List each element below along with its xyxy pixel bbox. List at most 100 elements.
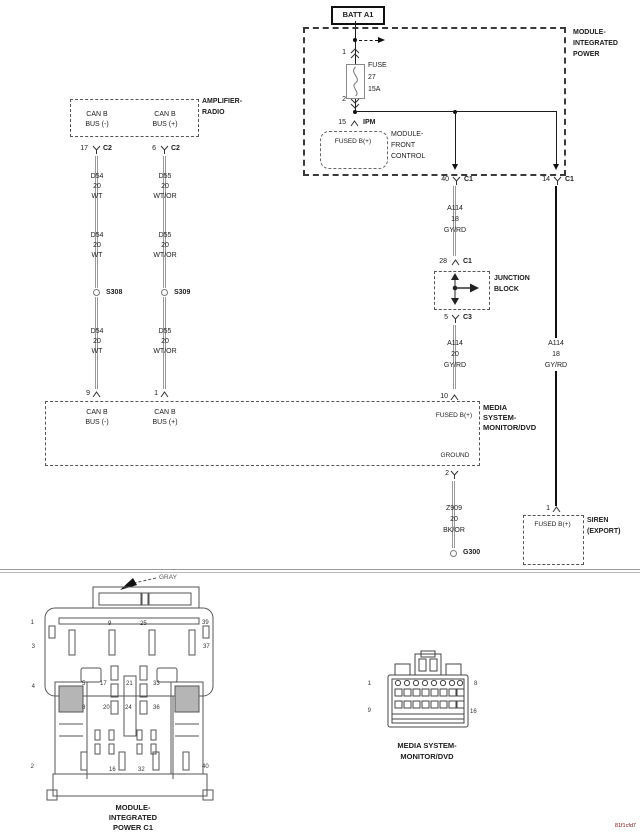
fcm-label: MODULE- FRONT CONTROL (391, 131, 426, 160)
media-box (45, 401, 480, 466)
wire-d55-label: D55 20 WT/OR (153, 328, 177, 355)
media-conn-pin: 9 (367, 708, 371, 714)
junction-dot (353, 110, 357, 114)
wire-d54-label: D54 20 WT (90, 173, 104, 200)
drop-line-right (556, 112, 557, 164)
mipc1-pin: 1 (30, 620, 34, 626)
chevron-up-icon (350, 48, 360, 59)
mipc1-pin: 9 (108, 621, 112, 627)
mipc1-pin: 5 (82, 681, 86, 687)
ipm-label: IPM (363, 119, 376, 126)
mip-box (303, 27, 566, 176)
mip-c1-connector-drawing (44, 586, 214, 801)
mipc1-pin: 3 (31, 644, 35, 650)
amp-conn-plus: C2 (171, 145, 180, 152)
wire-d55-label: D55 20 WT/OR (153, 173, 177, 200)
battery-label: BATT A1 (342, 10, 374, 19)
mipc1-pin: 36 (153, 705, 160, 711)
wire-d55-label: D55 20 WT/OR (153, 232, 177, 259)
female-connector-icon (451, 314, 460, 323)
mip-out-left-conn: C1 (464, 176, 473, 183)
media-conn-pin: 16 (470, 709, 477, 715)
mipc1-pin: 37 (203, 644, 210, 650)
junction-dot (353, 38, 357, 42)
mip-out-right-pin: 14 (542, 176, 550, 183)
female-connector-icon (160, 145, 169, 154)
male-connector-icon (552, 506, 561, 513)
jb-pin-out: 5 (444, 314, 448, 321)
mipc1-pin: 21 (126, 681, 133, 687)
siren-box (523, 515, 584, 565)
branch-arrow-icon (378, 37, 385, 43)
media-conn-pin: 1 (367, 681, 371, 687)
amplifier-label: AMPLIFIER- RADIO (202, 98, 243, 116)
mipc1-pin: 8 (82, 705, 86, 711)
siren-fused-label: FUSED B(+) (534, 521, 571, 528)
media-connector-drawing (387, 650, 469, 728)
mipc1-pin: 39 (202, 620, 209, 626)
amplifier-box (70, 99, 199, 137)
mip-out-left-pin: 40 (441, 176, 449, 183)
splice-right-label: S309 (174, 289, 191, 296)
media-fused-label: FUSED B(+) (435, 412, 473, 419)
media-canb-minus-label: CAN B BUS (-) (85, 409, 109, 426)
wire-a114-20 (453, 325, 456, 389)
junction-block-label: JUNCTION BLOCK (494, 275, 530, 293)
amp-pin-plus: 6 (152, 145, 156, 152)
wire-d54-lower (95, 297, 98, 389)
fuse-label: FUSE 27 15A (368, 62, 387, 93)
wire-a114-20-label: A114 20 GY/RD (443, 340, 467, 369)
mipc1-pin: 24 (125, 705, 132, 711)
female-connector-icon (450, 470, 459, 479)
fused-b-label: FUSED B(+) (334, 138, 372, 145)
siren-pin: 1 (546, 505, 550, 512)
media-pin-ground: 2 (445, 470, 449, 477)
mip-out-right-conn: C1 (565, 176, 574, 183)
mipc1-pin: 16 (109, 767, 116, 773)
fuse-pin-top: 1 (342, 49, 346, 56)
mipc1-pin: 17 (100, 681, 107, 687)
mip-label: MODULE- INTEGRATED POWER (573, 29, 618, 58)
media-ground-label: GROUND (440, 452, 470, 459)
junction-block-internal (451, 273, 479, 305)
mipc1-pin: 20 (103, 705, 110, 711)
mipc1-caption: MODULE- INTEGRATED POWER C1 (108, 803, 158, 832)
section-divider (0, 569, 640, 573)
female-connector-icon (92, 145, 101, 154)
wire-d54-label: D54 20 WT (90, 328, 104, 355)
media-pin-fused: 10 (440, 393, 448, 400)
fuse-symbol (346, 64, 365, 99)
wire-z909-label: Z909 20 BK/OR (443, 505, 465, 534)
fused-b-box (320, 131, 388, 169)
media-pin-plus: 1 (154, 390, 158, 397)
male-connector-icon (160, 391, 169, 398)
junction-block-box (434, 271, 490, 310)
mipc1-pin: 33 (153, 681, 160, 687)
media-canb-plus-label: CAN B BUS (+) (152, 409, 178, 426)
wire-a114-18-label: A114 18 GY/RD (536, 338, 576, 371)
drop-line-left (455, 112, 456, 164)
mipc1-pin: 4 (31, 684, 35, 690)
media-conn-pin: 8 (474, 681, 478, 687)
fuse-pin-bottom: 2 (342, 96, 346, 103)
ground-symbol (450, 550, 457, 557)
diagram-id-code: 81f1cfd7 (614, 823, 636, 829)
ground-label: G300 (463, 549, 481, 556)
battery-box: BATT A1 (331, 6, 385, 25)
jb-conn-out: C3 (463, 314, 472, 321)
arrow-down-icon (553, 164, 559, 170)
wire-a114-18-label: A114 18 GY/RD (443, 205, 467, 234)
female-connector-icon (553, 176, 562, 185)
splice-symbol (93, 289, 100, 296)
wire-d54-label: D54 20 WT (90, 232, 104, 259)
jb-pin-in: 28 (439, 258, 447, 265)
splice-symbol (161, 289, 168, 296)
mipc1-pin: 2 (30, 764, 34, 770)
splice-left-label: S308 (106, 289, 123, 296)
gray-label: GRAY (159, 574, 177, 581)
wire-d55-lower (163, 297, 166, 389)
siren-label: SIREN (EXPORT) (587, 517, 621, 535)
arrow-down-icon (452, 164, 458, 170)
male-connector-icon (450, 394, 459, 401)
